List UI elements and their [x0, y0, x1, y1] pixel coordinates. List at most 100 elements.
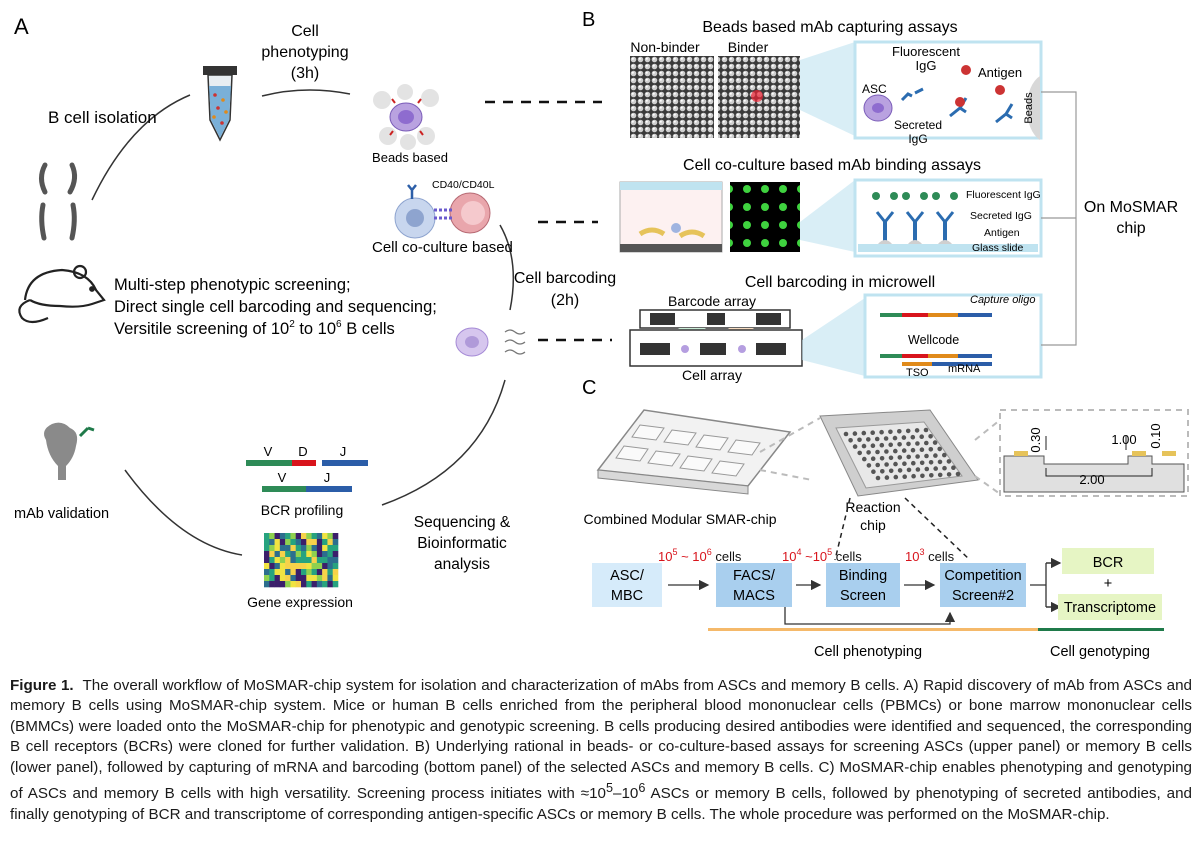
coculture-b-cell: [671, 223, 681, 233]
cell-barcoding-label-2: (2h): [551, 292, 579, 309]
reaction-well: [928, 460, 934, 465]
cd40-label: CD40/CD40L: [432, 179, 495, 191]
heatmap-cell: [311, 545, 318, 552]
heatmap-cell: [279, 563, 286, 570]
heatmap-cell: [295, 545, 302, 552]
reaction-well: [914, 428, 920, 433]
reaction-well: [874, 436, 880, 442]
coculture-label-secreted-igg: Secreted IgG: [970, 210, 1032, 222]
reaction-well: [875, 475, 881, 481]
heatmap-cell: [274, 539, 281, 546]
cross-section-profile: [1003, 436, 1185, 493]
heatmap-cell: [316, 581, 323, 588]
antibody-structure-icon: [44, 422, 95, 480]
coculture-label-antigen: Antigen: [984, 227, 1020, 239]
cell-phenotyping-label-1: Cell: [291, 23, 319, 40]
reaction-well: [866, 463, 872, 468]
reaction-chip-label-2: chip: [860, 517, 886, 533]
reaction-well: [879, 442, 885, 448]
mrna-label: mRNA: [948, 363, 981, 375]
caption-exp1: 5: [605, 781, 614, 796]
heatmap-cell: [290, 545, 297, 552]
b-cell-isolation-label: B cell isolation: [48, 108, 157, 127]
mab-validation-label: mAb validation: [14, 506, 109, 522]
beads-assay-title: Beads based mAb capturing assays: [702, 19, 957, 36]
dim-100: 1.00: [1111, 432, 1136, 447]
heatmap-cell: [264, 545, 270, 552]
heatmap-cell: [311, 581, 318, 588]
dim-010: 0.10: [1148, 423, 1163, 448]
heatmap-cell: [264, 539, 270, 546]
zoom-lines-chip: [759, 417, 821, 481]
arc-phenotyping: [261, 89, 351, 97]
reaction-well: [924, 453, 929, 459]
heatmap-cell: [274, 563, 281, 570]
heatmap-cell: [285, 557, 291, 564]
heatmap-cell: [264, 533, 270, 540]
dim-030: 0.30: [1028, 427, 1043, 452]
heatmap-cell: [332, 563, 339, 570]
heatmap-cell: [301, 569, 307, 576]
heatmap-cell: [306, 563, 312, 570]
heatmap-cell: [269, 551, 275, 558]
zoom-wedge-barcoding: [802, 298, 865, 376]
reaction-well: [883, 436, 889, 441]
caption-text-end: ASCs or memory B cells, followed by phen…: [10, 785, 1192, 823]
reaction-well: [910, 434, 916, 440]
oligo-strands: [880, 313, 992, 366]
cell-genotyping-bar-label: Cell genotyping: [1050, 644, 1150, 660]
heatmap-cell: [332, 575, 339, 582]
step-facs-1: FACS/: [733, 568, 776, 584]
heatmap-cell: [306, 539, 312, 546]
mouse-icon: [18, 264, 106, 324]
secreted-igg-label-2: IgG: [908, 132, 927, 146]
heatmap-cell: [306, 551, 312, 558]
heatmap-cell: [274, 569, 281, 576]
reaction-well: [852, 431, 858, 436]
heatmap-cell: [285, 569, 291, 576]
capture-oligo-label: Capture oligo: [970, 294, 1035, 306]
coculture-label-fluorescent-igg: Fluorescent IgG: [966, 189, 1041, 201]
reaction-well: [897, 455, 903, 460]
heatmap-cell: [285, 551, 291, 558]
sequencing-label-2: Bioinformatic: [417, 535, 507, 552]
reaction-well: [955, 471, 961, 477]
reaction-well: [929, 473, 934, 478]
reaction-well: [870, 443, 876, 449]
heatmap-cell: [311, 539, 318, 546]
segment-v-top: V: [264, 444, 273, 459]
beads-based-cell-icon: [373, 84, 439, 150]
reaction-well: [902, 461, 907, 467]
heatmap-cell: [306, 581, 312, 588]
heatmap-cell: [327, 581, 334, 588]
reaction-well: [870, 430, 875, 436]
reaction-well: [843, 431, 849, 437]
heatmap-cell: [301, 533, 307, 540]
output-box-transcriptome: [1058, 594, 1162, 620]
heatmap-cell: [316, 539, 323, 546]
count-stage-1: 105 ~ 106 cells: [658, 547, 742, 564]
heatmap-cell: [269, 569, 275, 576]
reaction-well: [933, 466, 938, 471]
reaction-well: [880, 469, 885, 474]
heatmap-cell: [322, 581, 328, 588]
reaction-well: [888, 468, 894, 474]
heatmap-cell: [269, 533, 275, 540]
heatmap-cell: [290, 563, 297, 570]
heatmap-cell: [306, 557, 312, 564]
reaction-well: [857, 437, 862, 443]
gene-expression-label: Gene expression: [247, 594, 353, 610]
heatmap-cell: [316, 569, 323, 576]
heatmap-cell: [311, 551, 318, 558]
heatmap-cell: [316, 575, 323, 582]
reaction-well: [942, 452, 947, 458]
heatmap-cell: [311, 533, 318, 540]
reaction-well: [888, 429, 893, 435]
caption-dash: –10: [613, 785, 639, 803]
heatmap-cell: [264, 557, 270, 564]
combined-chip-label: Combined Modular SMAR-chip: [584, 511, 777, 527]
beads-schematic-box: [853, 40, 1043, 140]
reaction-chip-illustration: [819, 409, 979, 497]
heatmap-cell: [301, 563, 307, 570]
heatmap-cell: [316, 557, 323, 564]
